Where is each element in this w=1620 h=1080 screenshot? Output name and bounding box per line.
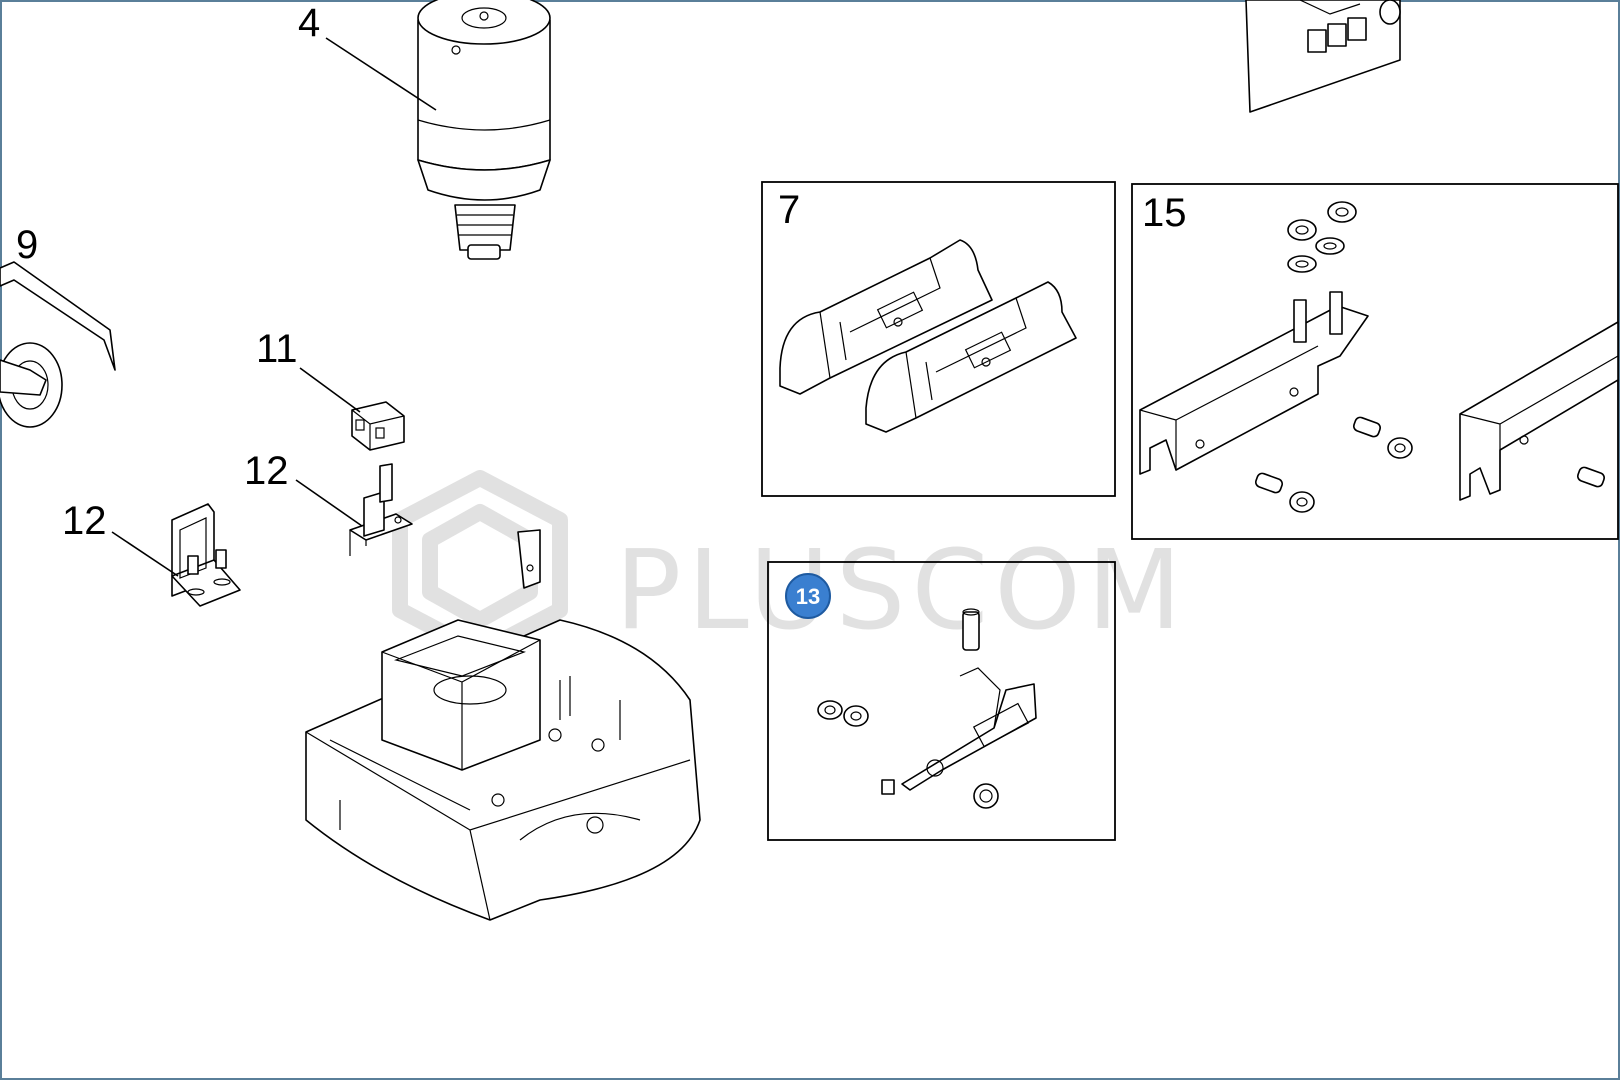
callout-11: 11 bbox=[256, 327, 298, 371]
callout-15: 15 bbox=[1142, 191, 1187, 235]
small-plate bbox=[517, 529, 541, 589]
kit-13-box bbox=[767, 561, 1116, 841]
part-13-latch bbox=[817, 608, 1037, 809]
part-7-guides bbox=[779, 239, 1077, 433]
callout-12-upper: 12 bbox=[244, 449, 289, 493]
watermark: PLUSCOM bbox=[392, 470, 1188, 660]
part-12-bracket-upper bbox=[349, 463, 413, 556]
leader-12-lower bbox=[111, 531, 179, 577]
part-base-housing bbox=[305, 619, 701, 921]
plate-hole-icon bbox=[526, 564, 534, 572]
callout-9: 9 bbox=[16, 223, 38, 267]
callout-12-lower: 12 bbox=[62, 499, 107, 543]
watermark-logo-icon bbox=[392, 470, 568, 660]
leader-12-upper bbox=[295, 479, 363, 527]
part-15-brackets bbox=[1139, 201, 1619, 513]
callout-13: 13 bbox=[796, 584, 820, 609]
part-4-motor bbox=[417, 0, 551, 260]
kit-15-box bbox=[1131, 183, 1619, 540]
part-11-block bbox=[351, 401, 405, 451]
watermark-text: PLUSCOM bbox=[615, 526, 1188, 654]
callout-4: 4 bbox=[298, 1, 320, 45]
leader-4 bbox=[325, 37, 437, 111]
part-pcb bbox=[1245, 0, 1401, 113]
callout-7: 7 bbox=[778, 188, 800, 232]
leader-11 bbox=[299, 367, 361, 413]
kit-7-box bbox=[761, 181, 1116, 497]
part-12-bracket-lower bbox=[171, 503, 241, 607]
part-9 bbox=[0, 261, 116, 428]
kit-13-badge: 13 bbox=[785, 573, 831, 619]
badge-circle-icon bbox=[785, 573, 831, 619]
